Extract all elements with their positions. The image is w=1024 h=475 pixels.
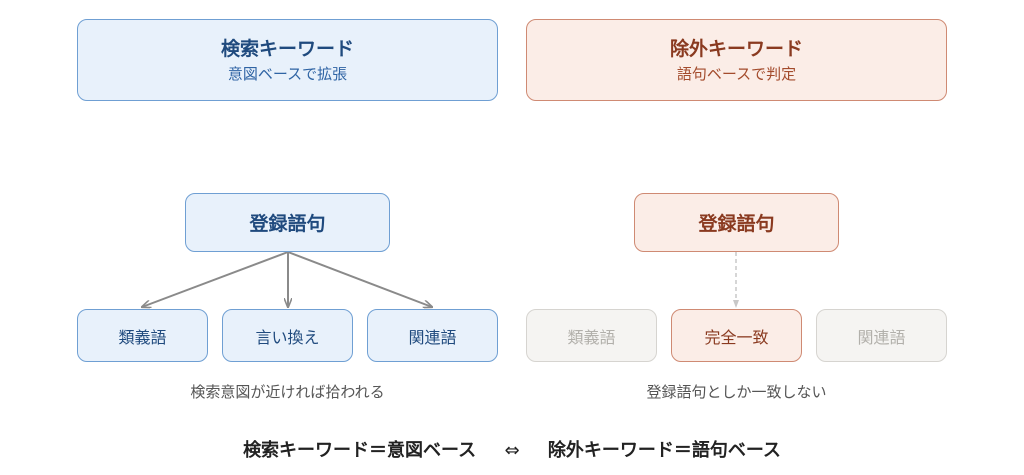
search-keyword-title: 検索キーワード [220, 38, 354, 60]
exclude-leaf-synonym-disabled: 類義語 [526, 309, 657, 362]
exclude-keyword-header: 除外キーワード 語句ベースで判定 [526, 19, 947, 101]
double-arrow-icon: ⇔ [504, 440, 520, 461]
exclude-leaf-label: 類義語 [567, 327, 616, 347]
footer-summary: 検索キーワード＝意図ベース ⇔ 除外キーワード＝語句ベース [0, 436, 1024, 462]
search-leaf-related: 関連語 [367, 309, 498, 362]
search-leaf-label: 関連語 [408, 327, 457, 347]
search-leaf-synonym: 類義語 [77, 309, 208, 362]
arrow-to-synonym [142, 251, 289, 307]
search-leaf-label: 類義語 [118, 327, 167, 347]
exclude-leaf-exact-match: 完全一致 [671, 309, 802, 362]
footer-right-text: 除外キーワード＝語句ベース [547, 440, 781, 461]
search-leaf-label: 言い換え [255, 327, 320, 347]
exclude-leaf-label: 完全一致 [704, 327, 769, 347]
arrow-to-related [287, 251, 432, 307]
exclude-leaf-label: 関連語 [857, 327, 906, 347]
exclude-registered-phrase-node: 登録語句 [634, 193, 839, 252]
exclude-keyword-title: 除外キーワード [669, 38, 803, 60]
exclude-registered-phrase-label: 登録語句 [698, 213, 775, 235]
exclude-keyword-subtitle: 語句ベースで判定 [676, 65, 797, 83]
search-keyword-subtitle: 意図ベースで拡張 [227, 65, 348, 83]
search-leaf-paraphrase: 言い換え [222, 309, 353, 362]
exclude-leaf-related-disabled: 関連語 [816, 309, 947, 362]
search-caption: 検索意図が近ければ拾われる [190, 383, 385, 401]
footer-left-text: 検索キーワード＝意図ベース [243, 440, 477, 461]
search-registered-phrase-node: 登録語句 [185, 193, 390, 252]
exclude-caption: 登録語句としか一致しない [646, 383, 827, 401]
search-keyword-header: 検索キーワード 意図ベースで拡張 [77, 19, 498, 101]
search-registered-phrase-label: 登録語句 [249, 213, 326, 235]
